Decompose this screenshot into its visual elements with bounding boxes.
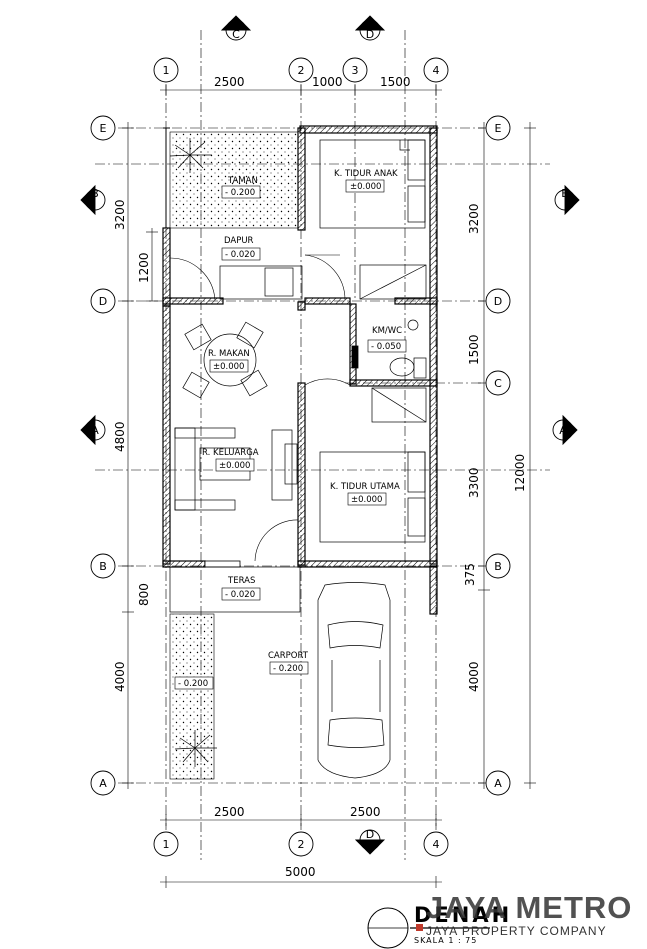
dim-top-1500: 1500 [380, 75, 411, 89]
dim-right-1500: 1500 [467, 334, 481, 365]
section-a-right: A [559, 424, 567, 437]
dim-left-4000: 4000 [113, 661, 127, 692]
grid-col-1-top: 1 [163, 64, 170, 77]
section-d-top: D [366, 28, 374, 41]
drawing-title: DENAH [414, 903, 512, 927]
brand-name: JAYA METRO [426, 890, 632, 925]
section-a-left: A [91, 424, 99, 437]
section-d-bottom: D [366, 828, 374, 841]
room-name-makan: R. MAKAN [208, 349, 250, 359]
dim-right-375: 375 [463, 563, 477, 586]
dim-bot-2500b: 2500 [350, 805, 381, 819]
grid-row-d-left: D [99, 295, 107, 308]
grid-row-e-left: E [100, 122, 107, 135]
grid-col-4-top: 4 [433, 64, 440, 77]
room-level-carport-garden: - 0.200 [178, 679, 208, 689]
section-markers [80, 15, 580, 855]
room-labels: TAMAN - 0.200 DAPUR - 0.020 K. TIDUR ANA… [178, 169, 402, 689]
drawing-scale: SKALA 1 : 75 [414, 936, 477, 945]
grid-col-2-top: 2 [298, 64, 305, 77]
section-b-right: B [561, 187, 569, 200]
dimension-text: 2500 1000 1500 2500 2500 5000 3200 1200 … [113, 75, 527, 879]
furniture [169, 138, 427, 779]
room-level-carport: - 0.200 [273, 664, 303, 674]
grid-col-1-bot: 1 [163, 838, 170, 851]
dim-right-12000: 12000 [513, 454, 527, 492]
room-name-dapur: DAPUR [224, 236, 254, 246]
grid-row-b-left: B [99, 560, 107, 573]
grid-row-d-right: D [494, 295, 502, 308]
room-name-kmwc: KM/WC [372, 326, 402, 336]
room-name-keluarga: R. KELUARGA [202, 448, 259, 458]
grid-bubbles [90, 57, 511, 857]
section-labels: C D D B B A A [91, 28, 569, 841]
room-name-kamar-anak: K. TIDUR ANAK [334, 169, 398, 179]
dim-right-4000: 4000 [467, 661, 481, 692]
palm-icon [174, 730, 217, 767]
room-name-kamar-utama: K. TIDUR UTAMA [330, 482, 400, 492]
dimension-lines [122, 84, 536, 888]
room-name-teras: TERAS [227, 576, 255, 586]
grid-row-c-right: C [494, 377, 502, 390]
room-level-teras: - 0.020 [225, 590, 255, 600]
room-name-carport: CARPORT [268, 651, 309, 661]
brand-mark-icon [416, 924, 423, 931]
grid-row-e-right: E [495, 122, 502, 135]
dim-top-1000: 1000 [312, 75, 343, 89]
room-level-kmwc: - 0.050 [371, 342, 401, 352]
room-name-taman: TAMAN [227, 176, 258, 186]
grid-row-b-right: B [494, 560, 502, 573]
grid-row-a-right: A [494, 777, 502, 790]
dim-left-800: 800 [137, 583, 151, 606]
section-c-top: C [232, 28, 240, 41]
dim-right-3200: 3200 [467, 203, 481, 234]
grid-bubble-labels: 1 2 3 4 1 2 4 E E D D C B B A A [99, 64, 502, 851]
dim-left-1200: 1200 [137, 252, 151, 283]
dim-top-2500: 2500 [214, 75, 245, 89]
brand-subtitle: JAYA PROPERTY COMPANY [426, 924, 607, 938]
room-level-kamar-utama: ±0.000 [351, 495, 382, 505]
room-level-dapur: - 0.020 [225, 250, 255, 260]
dim-left-4800: 4800 [113, 421, 127, 452]
grid-col-4-bot: 4 [433, 838, 440, 851]
grid-row-a-left: A [99, 777, 107, 790]
walls [162, 125, 438, 615]
room-level-taman: - 0.200 [225, 188, 255, 198]
palm-icon [169, 138, 212, 173]
carport-garden [169, 613, 215, 780]
taman-garden [169, 131, 299, 229]
room-level-makan: ±0.000 [213, 362, 244, 372]
dim-bot-2500a: 2500 [214, 805, 245, 819]
doors [169, 254, 351, 562]
dim-left-3200: 3200 [113, 199, 127, 230]
title-block: DENAH SKALA 1 : 75 JAYA METRO JAYA PROPE… [367, 890, 632, 949]
grid-col-2-bot: 2 [298, 838, 305, 851]
section-b-left: B [91, 187, 99, 200]
room-level-kamar-anak: ±0.000 [350, 182, 381, 192]
level-boxes [174, 179, 407, 690]
grid-lines [95, 30, 550, 860]
dim-right-3300: 3300 [467, 467, 481, 498]
grid-col-3-top: 3 [352, 64, 359, 77]
dim-bot-5000: 5000 [285, 865, 316, 879]
room-level-keluarga: ±0.000 [219, 461, 250, 471]
